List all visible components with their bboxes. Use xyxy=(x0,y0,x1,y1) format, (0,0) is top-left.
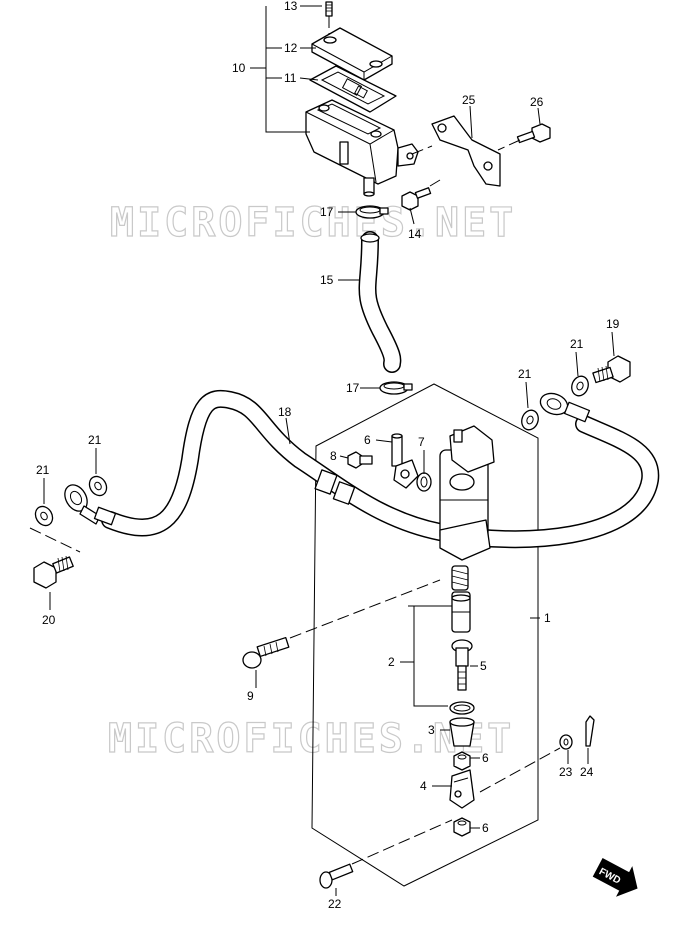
lock-nut-upper xyxy=(453,751,471,771)
callout-13: 12 xyxy=(284,41,298,55)
callout-14: 13 xyxy=(284,0,298,13)
hose-joint xyxy=(393,459,419,489)
sealing-washer-4 xyxy=(571,375,589,397)
callout-3: 3 xyxy=(428,723,435,737)
hose-joint-pipe xyxy=(391,433,403,467)
callout-6-upper: 6 xyxy=(482,751,489,765)
callout-23: 23 xyxy=(559,765,573,779)
callout-18: 18 xyxy=(278,405,292,419)
reservoir-hose xyxy=(358,231,402,373)
callout-21-d: 21 xyxy=(518,367,532,381)
left-banjo-fitting xyxy=(64,484,117,526)
master-cylinder-outline xyxy=(311,383,539,887)
reservoir-assembly xyxy=(305,1,551,395)
watermark-top: MICROFICHES.NET xyxy=(110,200,516,246)
sealing-washer-1 xyxy=(34,505,54,527)
callout-25: 25 xyxy=(462,93,476,107)
callout-19: 19 xyxy=(606,317,620,331)
sealing-washer-2 xyxy=(88,475,108,497)
callout-labels: 13 12 10 11 25 26 17 14 15 17 18 19 21 2… xyxy=(36,0,620,911)
reservoir-bracket xyxy=(411,115,501,187)
callout-16: 15 xyxy=(320,273,334,287)
callout-12: 11 xyxy=(284,71,297,85)
hose-clamp-upper xyxy=(355,205,389,219)
callout-21-b: 21 xyxy=(88,433,102,447)
clevis xyxy=(449,769,475,809)
reservoir-screw xyxy=(325,1,333,36)
master-cylinder-body xyxy=(439,425,495,561)
pin-washer xyxy=(559,734,573,750)
reservoir-body xyxy=(305,99,419,197)
circlip xyxy=(449,701,475,715)
right-banjo-fitting xyxy=(539,392,591,423)
callout-17-upper: 17 xyxy=(320,205,334,219)
callout-1: 1 xyxy=(544,611,551,625)
callout-7: 6 xyxy=(364,433,371,447)
reservoir-cap xyxy=(311,27,393,81)
union-bolt-left xyxy=(33,555,74,589)
leader-lines xyxy=(43,5,615,896)
watermark-bottom: MICROFICHES.NET xyxy=(108,716,514,762)
callout-6-lower: 6 xyxy=(482,821,489,835)
hose-clamp-lower xyxy=(379,381,413,395)
callout-5: 5 xyxy=(480,659,487,673)
dust-boot xyxy=(449,717,475,747)
sealing-washer-3 xyxy=(521,409,539,431)
callout-21-a: 21 xyxy=(36,463,50,477)
hose-fitting xyxy=(314,469,356,505)
cotter-pin xyxy=(585,715,595,747)
callout-8: 7 xyxy=(418,435,425,449)
push-rod xyxy=(451,639,473,691)
piston xyxy=(451,591,471,633)
callout-11: 10 xyxy=(232,61,246,75)
callout-17-lower: 17 xyxy=(346,381,360,395)
callout-22: 22 xyxy=(328,897,342,911)
bracket-bolt xyxy=(497,123,551,151)
mounting-bolt xyxy=(242,579,441,669)
fwd-arrow-badge: FWD xyxy=(592,858,638,897)
clevis-pin xyxy=(319,819,453,889)
piston-spring xyxy=(451,565,469,591)
reservoir-bolt xyxy=(401,179,441,211)
brake-hose xyxy=(101,389,660,549)
callout-20: 20 xyxy=(42,613,56,627)
callout-2: 2 xyxy=(388,655,395,669)
callout-24: 24 xyxy=(580,765,594,779)
callout-9: 8 xyxy=(330,449,337,463)
union-bolt-right xyxy=(592,355,631,384)
callout-21-c: 21 xyxy=(570,337,584,351)
lock-nut-lower xyxy=(453,817,471,837)
joint-screw xyxy=(347,451,373,469)
callout-15: 14 xyxy=(408,227,422,241)
reservoir-diaphragm xyxy=(309,65,397,113)
joint-o-ring xyxy=(416,472,432,492)
callout-26: 26 xyxy=(530,95,544,109)
callout-10: 9 xyxy=(247,689,254,703)
callout-4: 4 xyxy=(420,779,427,793)
